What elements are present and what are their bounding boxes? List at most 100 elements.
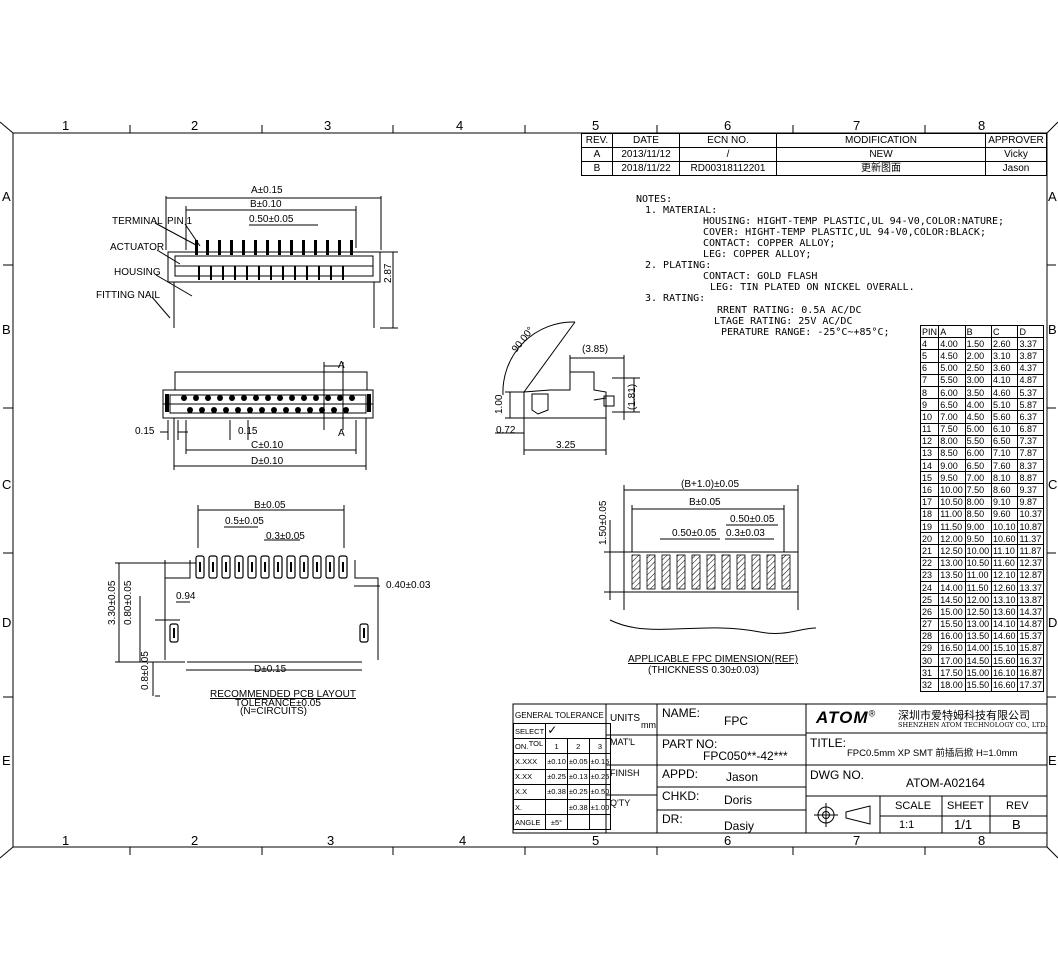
grid-row-b-right: B (1048, 322, 1057, 337)
pin-table-cell: 26 (919, 605, 940, 619)
pin-table-cell: 11.00 (938, 507, 966, 522)
pin-table-cell: 9.10 (991, 495, 1019, 509)
grid-row-c: C (2, 477, 12, 492)
registered-mark: ® (868, 708, 877, 719)
tolerance-row: X.±0.38±1.00 (512, 798, 612, 816)
label-pin1: PIN 1 (167, 216, 193, 227)
pin-table-cell: 7 (919, 373, 940, 387)
tb-finish-label: FINISH (610, 768, 640, 778)
pin-table-cell: 8.50 (964, 507, 993, 522)
pcb-dim-d: D±0.15 (254, 664, 287, 675)
tb-chkd: Doris (724, 793, 753, 807)
tb-rev-label: REV (1006, 800, 1029, 812)
tb-sheet: 1/1 (954, 817, 973, 832)
tb-chkd-label: CHKD: (662, 789, 700, 803)
pin-table-cell: 14.50 (964, 654, 993, 668)
pin-table-cell: 20 (919, 532, 940, 546)
pin-table-cell: 7.00 (938, 410, 966, 424)
tolerance-tol-on: ON. TOL (512, 738, 547, 755)
tolerance-cell: ANGLE (512, 814, 547, 831)
grid-row-a-right: A (1048, 189, 1057, 204)
pin-table-cell: 5.87 (1017, 398, 1044, 412)
rev-cell: / (679, 147, 777, 162)
note-line: PERATURE RANGE: -25°C~+85°C; (721, 327, 890, 338)
label-fitting-nail: FITTING NAIL (96, 290, 160, 301)
pin-table-cell: 18 (919, 507, 940, 522)
fpc-title: APPLICABLE FPC DIMENSION(REF) (628, 654, 799, 665)
pin-table-cell: 16 (919, 483, 940, 497)
pin-table-cell: 14.00 (964, 641, 993, 656)
pin-table-cell: 4.50 (964, 410, 993, 424)
tb-dwg-label: DWG NO. (810, 768, 864, 782)
pin-table-cell: 9.37 (1017, 483, 1044, 497)
tolerance-cell: X. (512, 798, 547, 816)
pin-table-cell: 13.87 (1017, 593, 1044, 607)
pin-table-cell: 13.60 (991, 605, 1019, 619)
pin-table-cell: 11.50 (938, 519, 966, 534)
pin-table-cell: 10.50 (938, 495, 966, 509)
pin-col-c: C (991, 324, 1019, 339)
tb-scale: 1:1 (899, 819, 915, 831)
tb-matl-label: MAT'L (610, 737, 636, 747)
rev-cell: A (581, 147, 613, 162)
rev-col-date: DATE (612, 133, 680, 148)
tolerance-cell: X.X (512, 783, 547, 800)
tolerance-cell: X.XXX (512, 753, 547, 770)
dim-287: 2.87 (383, 263, 394, 283)
pin-table-cell: 5 (919, 349, 940, 363)
tolerance-cell: ±0.05 (566, 753, 590, 770)
pin-table-cell: 13.50 (938, 568, 966, 582)
pin-table-cell: 12.60 (991, 580, 1019, 595)
pin-table-cell: 12.00 (938, 532, 966, 546)
fpc-dim-150: 1.50±0.05 (598, 500, 609, 545)
grid-row-a: A (2, 189, 11, 204)
pin-table-cell: 13.00 (964, 617, 993, 631)
note-line: 1. MATERIAL: (645, 205, 718, 216)
fpc-dim-b: B±0.05 (689, 497, 721, 508)
dim-a: A±0.15 (251, 185, 283, 196)
tolerance-cell: ±5° (545, 814, 568, 831)
side-181: (1.81) (627, 383, 638, 410)
grid-col-3-bottom: 3 (327, 833, 335, 848)
pin-table-cell: 12.00 (964, 593, 993, 607)
tolerance-select: SELECT (512, 722, 547, 740)
pin-table-cell: 17.00 (938, 654, 966, 668)
tolerance-col: 3 (588, 738, 612, 755)
tolerance-cell: ±0.25 (588, 768, 612, 785)
pin-table-cell: 7.10 (991, 446, 1019, 461)
note-line: LEG: COPPER ALLOY; (703, 249, 812, 260)
dim-015-left: 0.15 (135, 426, 155, 437)
pin-table-cell: 16.50 (938, 641, 966, 656)
pin-table-cell: 31 (919, 666, 940, 680)
tb-dr-label: DR: (662, 812, 683, 826)
pin-table-cell: 9.50 (964, 532, 993, 546)
tolerance-row: ANGLE±5° (512, 814, 612, 831)
tb-part-label: PART NO: (662, 737, 718, 751)
front-view (160, 362, 374, 470)
tb-rev: B (1012, 817, 1021, 832)
pin-table-cell: 5.50 (938, 373, 966, 387)
revision-row: A 2013/11/12 / NEW Vicky (581, 147, 1047, 162)
grid-row-d-right: D (1048, 615, 1058, 630)
pin-table-cell: 13.10 (991, 593, 1019, 607)
pin-table-cell: 4.87 (1017, 373, 1044, 387)
pin-table-cell: 6.50 (991, 434, 1019, 448)
pin-table-cell: 7.50 (938, 422, 966, 436)
pin-table-cell: 5.00 (938, 361, 966, 375)
pin-table-cell: 5.10 (991, 398, 1019, 412)
tolerance-row: X.X±0.38±0.25±0.50 (512, 783, 612, 800)
pin-table-cell: 8.50 (938, 446, 966, 461)
tolerance-cell: ±0.15 (588, 753, 612, 770)
fpc-dimension (604, 485, 817, 634)
grid-col-1-bottom: 1 (62, 833, 70, 848)
